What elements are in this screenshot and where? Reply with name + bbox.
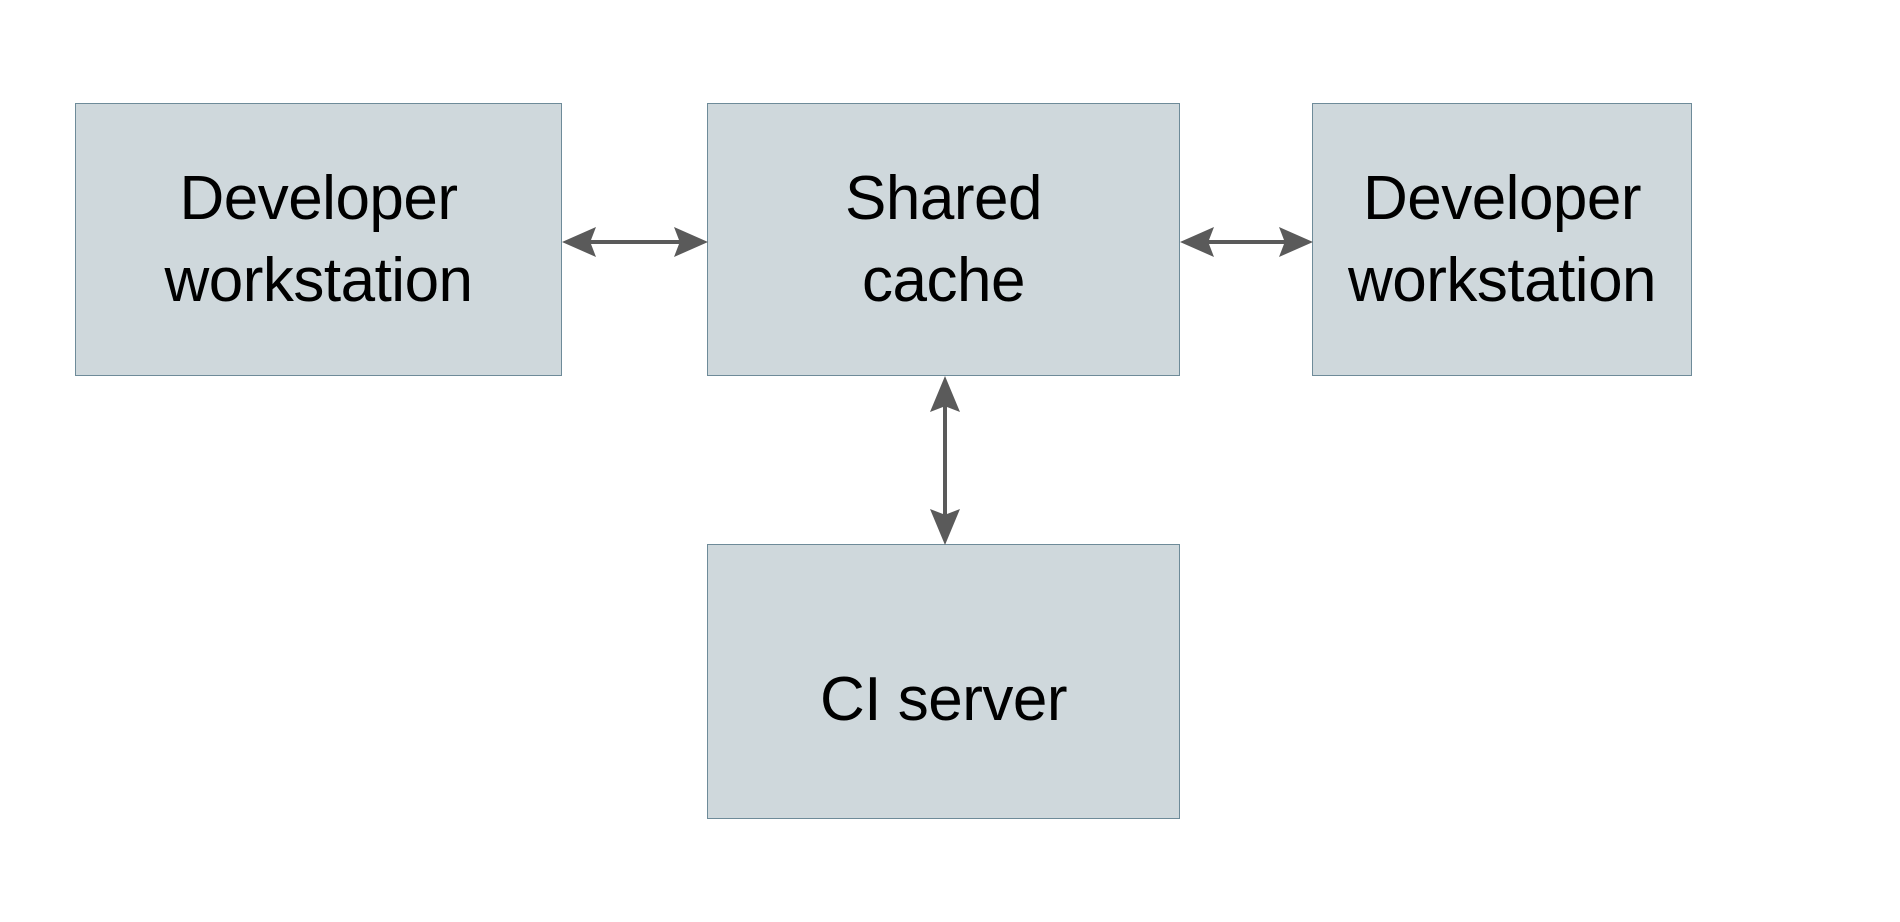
node-shared-cache[interactable]: Shared cache — [707, 103, 1180, 376]
edge-shared-cache-to-dev-right-bidirectional-arrow — [1180, 227, 1313, 257]
node-label: Shared cache — [845, 163, 1042, 315]
node-developer-workstation-right[interactable]: Developer workstation — [1312, 103, 1692, 376]
node-ci-server[interactable]: CI server — [707, 544, 1180, 819]
node-label: Developer workstation — [1347, 163, 1657, 315]
node-developer-workstation-left[interactable]: Developer workstation — [75, 103, 562, 376]
node-label: CI server — [820, 665, 1067, 734]
edge-dev-left-to-shared-cache-bidirectional-arrow — [562, 227, 708, 257]
node-label: Developer workstation — [164, 163, 473, 315]
edge-shared-cache-to-ci-server-bidirectional-arrow — [930, 376, 960, 545]
